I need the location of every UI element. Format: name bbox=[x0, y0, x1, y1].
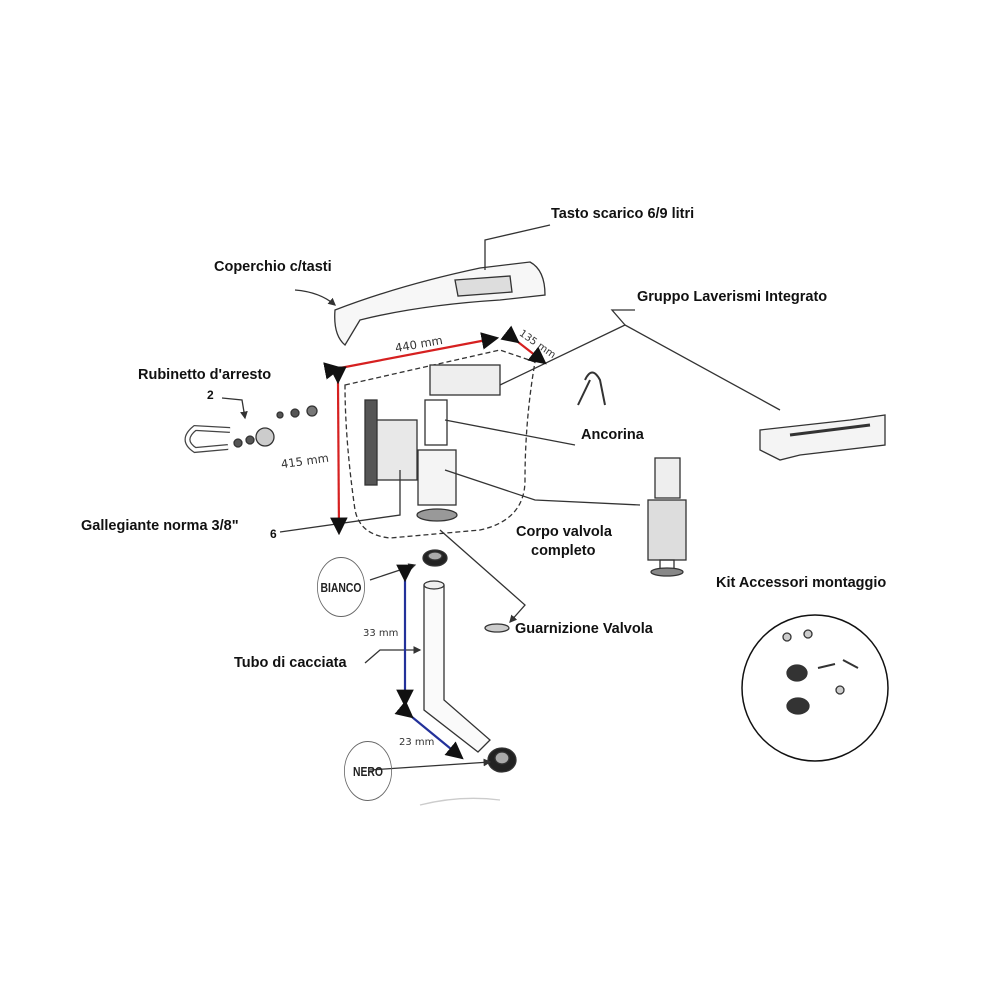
kit-ring-seal bbox=[786, 697, 810, 715]
tank-fill-mechanism bbox=[429, 364, 501, 396]
kit-screws bbox=[817, 659, 859, 669]
flush-tube-top-opening bbox=[423, 580, 445, 590]
badge-bianco: BIANCO bbox=[317, 557, 365, 617]
valve-body-base bbox=[650, 567, 684, 577]
tank-valve-stem bbox=[424, 399, 448, 446]
tap-handle bbox=[185, 426, 231, 452]
seal-nero-opening bbox=[494, 751, 510, 765]
gruppo-housing bbox=[759, 414, 886, 461]
dimension-depth-arrow bbox=[500, 325, 547, 365]
label-galleggiante-number: 6 bbox=[270, 527, 277, 541]
tap-washer bbox=[290, 408, 300, 418]
badge-nero: NERO bbox=[344, 741, 392, 801]
dimension-tube-bend: 23 mm bbox=[399, 737, 435, 748]
tap-washer bbox=[245, 435, 255, 445]
kit-circle bbox=[741, 614, 889, 762]
tap-body bbox=[255, 427, 275, 447]
label-guarnizione: Guarnizione Valvola bbox=[515, 621, 653, 637]
kit-ring-seal bbox=[786, 664, 808, 682]
label-rubinetto: Rubinetto d'arresto bbox=[138, 367, 272, 383]
leader-line-tasto bbox=[484, 224, 551, 270]
tap-washer bbox=[276, 411, 284, 419]
flush-button-part bbox=[454, 275, 513, 297]
kit-cap bbox=[803, 629, 813, 639]
gruppo-part bbox=[759, 414, 886, 461]
leader-line-galleggiante bbox=[279, 470, 401, 533]
gruppo-mechanism bbox=[789, 423, 871, 437]
valve-body-part bbox=[647, 457, 687, 577]
tap-nut bbox=[306, 405, 318, 417]
label-corpo-valvola-completo: completo bbox=[531, 543, 596, 559]
label-ancorina: Ancorina bbox=[581, 427, 644, 443]
tank-valve-body bbox=[417, 449, 457, 506]
dimension-tube-vertical: 33 mm bbox=[363, 628, 399, 639]
leader-line-corpo-valvola bbox=[444, 469, 641, 506]
seal-bianco-opening bbox=[427, 551, 443, 561]
kit-cap bbox=[835, 685, 845, 695]
leader-line-ancorina bbox=[444, 419, 576, 446]
dimension-width-arrow bbox=[323, 332, 500, 380]
leader-line-gruppo bbox=[499, 324, 781, 411]
leader-line-bianco bbox=[369, 563, 417, 581]
label-coperchio: Coperchio c/tasti bbox=[214, 259, 332, 275]
label-tubo: Tubo di cacciata bbox=[234, 655, 347, 671]
leader-line-guarnizione bbox=[439, 529, 526, 623]
label-galleggiante: Gallegiante norma 3/8" bbox=[81, 518, 239, 534]
valve-body-middle bbox=[647, 499, 687, 561]
label-gruppo: Gruppo Laverismi Integrato bbox=[637, 289, 828, 305]
valve-gasket-part bbox=[484, 623, 510, 633]
tap-washer bbox=[233, 438, 243, 448]
tap-part bbox=[184, 397, 318, 454]
label-rubinetto-number: 2 bbox=[207, 388, 214, 402]
tank-float-rod bbox=[364, 399, 378, 486]
tank-body bbox=[344, 349, 536, 539]
label-corpo-valvola: Corpo valvola bbox=[516, 524, 612, 540]
leader-line-tubo bbox=[364, 646, 422, 664]
kit-cap bbox=[782, 632, 792, 642]
label-kit: Kit Accessori montaggio bbox=[716, 575, 887, 591]
leader-line-rubinetto-number bbox=[221, 397, 248, 420]
flush-tube bbox=[423, 585, 491, 753]
leader-line-coperchio bbox=[294, 289, 336, 306]
tank-valve-seal bbox=[416, 508, 458, 522]
leader-line-gruppo-label bbox=[610, 309, 635, 326]
tank-float bbox=[374, 419, 418, 481]
dimension-tube-bend-arrow bbox=[394, 700, 464, 760]
valve-body-top bbox=[654, 457, 681, 499]
background-smudge bbox=[419, 797, 501, 806]
label-tasto-scarico: Tasto scarico 6/9 litri bbox=[551, 206, 695, 222]
dimension-height-arrow bbox=[329, 366, 348, 536]
anchor-part bbox=[577, 371, 606, 406]
